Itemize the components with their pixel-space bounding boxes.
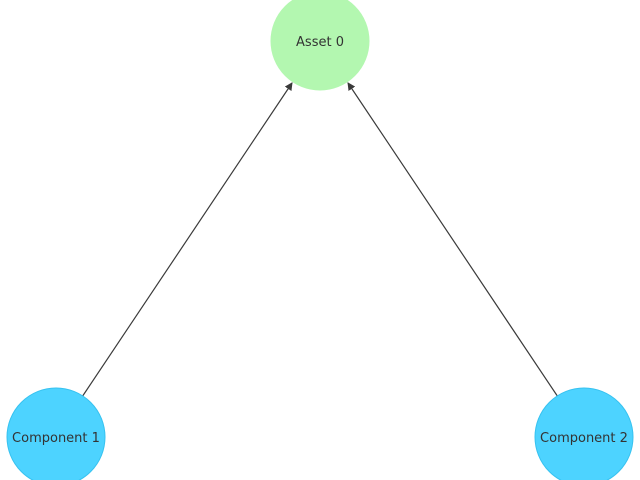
edge-component-1-to-asset-0 — [81, 82, 293, 398]
node-component-1[interactable]: Component 1 — [6, 387, 106, 480]
node-component-2-label: Component 2 — [540, 431, 628, 446]
node-component-2-circle — [534, 387, 634, 480]
node-asset-0[interactable]: Asset 0 — [270, 0, 370, 91]
node-component-1-circle — [6, 387, 106, 480]
node-asset-0-label: Asset 0 — [296, 35, 344, 50]
edges — [81, 82, 559, 398]
node-component-2[interactable]: Component 2 — [534, 387, 634, 480]
edge-component-2-to-asset-0 — [347, 82, 559, 398]
node-component-1-label: Component 1 — [12, 431, 100, 446]
node-asset-0-circle — [270, 0, 370, 91]
